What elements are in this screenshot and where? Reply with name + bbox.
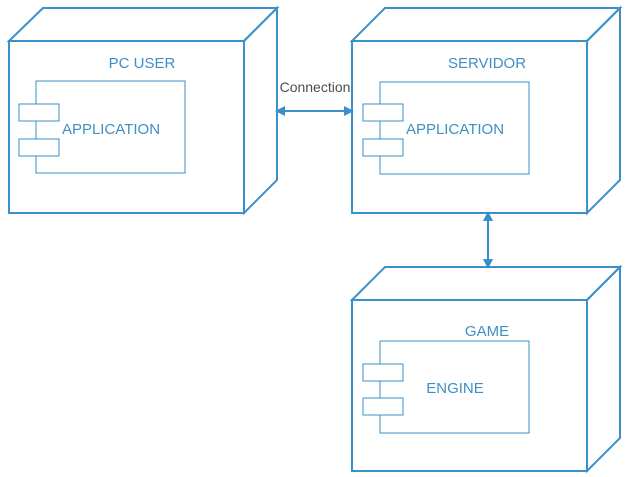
node-pc-user: PC USER APPLICATION — [6, 5, 280, 216]
node-pc-user-title: PC USER — [109, 55, 176, 72]
node-servidor-cube-top — [349, 7, 623, 42]
component-port-top — [362, 363, 404, 382]
node-game-cube-top — [349, 266, 623, 301]
component-port-bottom — [18, 138, 60, 157]
node-servidor-front — [351, 40, 588, 214]
component-body — [379, 340, 530, 434]
node-game-front — [351, 299, 588, 472]
component-pc-user-label: APPLICATION — [62, 121, 160, 138]
node-servidor: SERVIDOR APPLICATION — [349, 5, 623, 216]
component-port-bottom — [362, 138, 404, 157]
component-port-top — [18, 103, 60, 122]
component-body — [35, 80, 186, 174]
node-game: GAME ENGINE — [349, 264, 623, 474]
connection-pc-to-server: Connection — [275, 79, 354, 116]
component-game-engine: ENGINE — [362, 340, 530, 434]
node-servidor-cube-side — [586, 5, 621, 216]
component-port-bottom — [362, 397, 404, 416]
component-servidor-label: APPLICATION — [406, 121, 504, 138]
connection-pc-to-server-label: Connection — [280, 79, 351, 95]
component-game-label: ENGINE — [426, 380, 484, 397]
node-pc-user-cube-side — [243, 5, 278, 216]
component-body — [379, 81, 530, 175]
component-pc-user-application: APPLICATION — [18, 80, 186, 174]
component-port-top — [362, 103, 404, 122]
component-servidor-application: APPLICATION — [362, 81, 530, 175]
node-game-title: GAME — [465, 323, 509, 340]
node-game-cube-side — [586, 264, 621, 474]
node-servidor-title: SERVIDOR — [448, 55, 526, 72]
node-pc-user-front — [8, 40, 245, 214]
node-pc-user-cube-top — [6, 7, 280, 42]
